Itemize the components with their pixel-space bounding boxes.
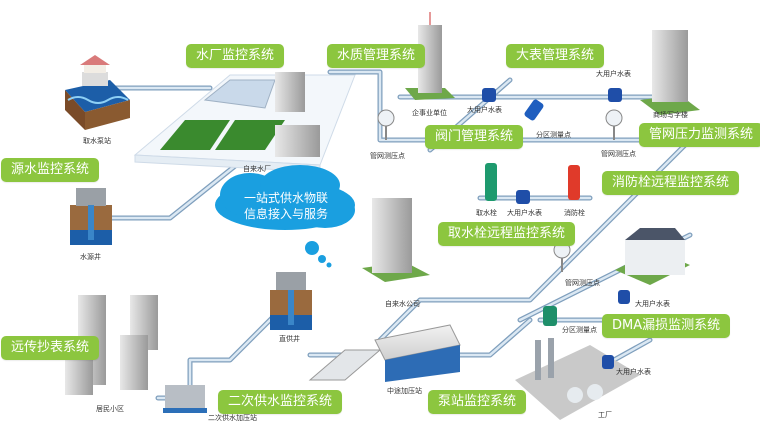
- label-water-quality-system[interactable]: 水质管理系统: [327, 44, 426, 68]
- water-company-building-illustration: [362, 198, 430, 282]
- caption-big-user-meter-4: 大用户水表: [635, 300, 670, 308]
- pressure-gauge-icon: [553, 241, 571, 272]
- flow-meter-icon: [543, 306, 557, 326]
- caption-pipe-pressure-point-3: 管网测压点: [565, 279, 600, 287]
- label-fire-hydrant-system[interactable]: 消防栓远程监控系统: [602, 171, 740, 195]
- caption-pipe-pressure-point-2: 管网测压点: [601, 150, 636, 158]
- caption-residential: 居民小区: [96, 405, 124, 413]
- intake-pump-station-illustration: [65, 55, 130, 130]
- label-pump-station-system[interactable]: 泵站监控系统: [428, 390, 527, 414]
- caption-mid-booster: 中途加压站: [387, 387, 422, 395]
- direct-well-illustration: [270, 272, 312, 330]
- dma-building-illustration: [615, 228, 690, 285]
- label-big-meter-system[interactable]: 大表管理系统: [506, 44, 605, 68]
- water-meter-icon: [602, 355, 614, 369]
- center-line-2: 信息接入与服务: [243, 207, 328, 221]
- mall-office-building-illustration: [640, 30, 700, 115]
- factory-illustration: [515, 338, 640, 420]
- mid-booster-station-illustration: [308, 324, 461, 382]
- label-intake-hydrant-system[interactable]: 取水栓远程监控系统: [438, 222, 576, 246]
- caption-big-user-meter-2: 大用户水表: [596, 70, 631, 78]
- label-secondary-supply-system[interactable]: 二次供水监控系统: [218, 390, 343, 414]
- source-well-illustration: [70, 188, 112, 245]
- label-water-plant-system[interactable]: 水厂监控系统: [186, 44, 285, 68]
- caption-big-user-meter-1: 大用户水表: [467, 106, 502, 114]
- caption-direct-well: 直供井: [279, 335, 300, 343]
- secondary-booster-illustration: [163, 385, 207, 413]
- label-valve-system[interactable]: 阀门管理系统: [425, 125, 524, 149]
- caption-water-company: 自来水公司: [385, 300, 420, 308]
- label-remote-meter-system[interactable]: 远传抄表系统: [1, 336, 100, 360]
- caption-zone-metering-1: 分区测量点: [536, 131, 571, 139]
- caption-source-well: 水源井: [80, 253, 101, 261]
- caption-mall-office: 商场写字楼: [653, 111, 688, 119]
- caption-big-user-meter-5: 大用户水表: [616, 368, 651, 376]
- caption-zone-metering-2: 分区测量点: [562, 326, 597, 334]
- caption-fire-hydrant: 消防栓: [564, 209, 585, 217]
- caption-intake-hydrant: 取水栓: [476, 209, 497, 217]
- caption-big-user-meter-3: 大用户水表: [507, 209, 542, 217]
- water-meter-icon: [608, 88, 622, 102]
- intake-hydrant-icon: [485, 163, 497, 201]
- cloud-shape: [215, 165, 355, 268]
- fire-hydrant-icon: [568, 165, 580, 200]
- label-dma-system[interactable]: DMA漏损监测系统: [602, 314, 731, 338]
- caption-secondary-booster: 二次供水加压站: [208, 414, 257, 422]
- center-line-1: 一站式供水物联: [243, 191, 328, 205]
- center-cloud-text: 一站式供水物联 信息接入与服务: [226, 190, 346, 222]
- caption-intake-pump-station: 取水泵站: [83, 137, 111, 145]
- caption-water-plant: 自来水厂: [243, 165, 271, 173]
- flow-meter-icon: [524, 99, 544, 121]
- water-meter-icon: [482, 88, 496, 102]
- water-meter-icon: [618, 290, 630, 304]
- pressure-gauge-icon: [377, 109, 395, 140]
- caption-enterprise: 企事业单位: [412, 109, 447, 117]
- caption-factory: 工厂: [598, 411, 612, 419]
- water-meter-icon: [516, 190, 530, 204]
- water-plant-illustration: [133, 72, 356, 173]
- pressure-gauge-icon: [605, 109, 623, 140]
- label-source-water-system[interactable]: 源水监控系统: [1, 158, 100, 182]
- label-pipe-pressure-system[interactable]: 管网压力监测系统: [639, 123, 760, 147]
- caption-pipe-pressure-point-1: 管网测压点: [370, 152, 405, 160]
